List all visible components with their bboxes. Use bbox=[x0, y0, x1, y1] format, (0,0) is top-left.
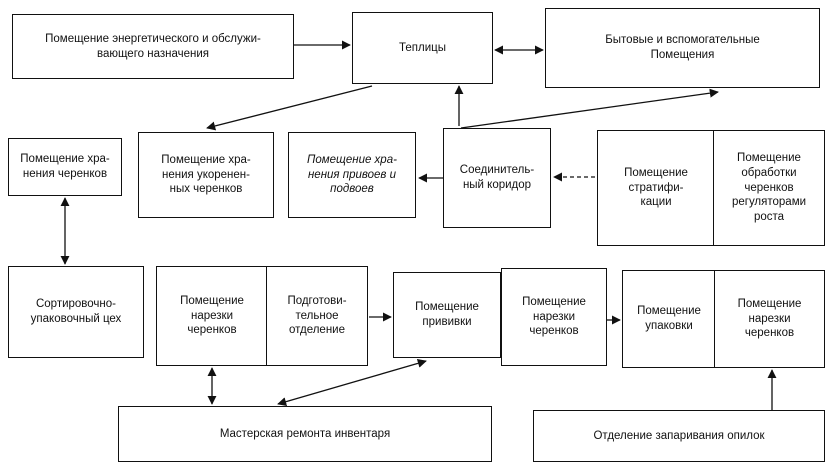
node-energy-room: Помещение энергетического и обслужи- ваю… bbox=[12, 14, 294, 79]
node-label: Подготови- тельное отделение bbox=[287, 294, 347, 337]
node-sawdust-steaming: Отделение запаривания опилок bbox=[533, 410, 825, 462]
node-household-rooms: Бытовые и вспомогательные Помещения bbox=[545, 8, 820, 88]
node-label: Помещение хра- нения черенков bbox=[20, 153, 110, 180]
node-label: Помещение нарезки черенков bbox=[737, 297, 802, 340]
node-label: Помещение прививки bbox=[415, 301, 479, 328]
node-cutting-room-2: Помещение нарезки черенков bbox=[501, 268, 607, 366]
arrow-greenhouses-to-rooted-storage bbox=[206, 85, 373, 131]
node-label: Сортировочно- упаковочный цех bbox=[30, 298, 122, 325]
arrow-workshop-grafting bbox=[277, 358, 427, 407]
node-label: Помещение хра- нения укоренен- ных черен… bbox=[161, 153, 251, 196]
node-stratification-room: Помещение стратифи- кации bbox=[597, 130, 715, 246]
node-label: Помещение обработки черенков регуляторам… bbox=[731, 152, 807, 224]
node-grafting-room: Помещение прививки bbox=[393, 272, 501, 358]
node-label: Помещение хра- нения привоев и подвоев bbox=[307, 153, 397, 196]
node-label: Помещение стратифи- кации bbox=[624, 166, 688, 209]
node-label: Мастерская ремонта инвентаря bbox=[219, 427, 391, 440]
node-cutting-storage: Помещение хра- нения черенков bbox=[8, 138, 122, 196]
node-label: Помещение упаковки bbox=[637, 305, 701, 332]
node-sorting-packing-shop: Сортировочно- упаковочный цех bbox=[8, 266, 144, 358]
node-repair-workshop: Мастерская ремонта инвентаря bbox=[118, 406, 492, 462]
node-label: Теплицы bbox=[399, 41, 446, 54]
node-label: Помещение нарезки черенков bbox=[522, 295, 586, 338]
node-rooted-cutting-storage: Помещение хра- нения укоренен- ных черен… bbox=[138, 132, 274, 218]
node-preparatory-department: Подготови- тельное отделение bbox=[266, 266, 368, 366]
node-label: Отделение запаривания опилок bbox=[593, 429, 765, 442]
node-packing-room: Помещение упаковки bbox=[622, 270, 716, 368]
node-greenhouses: Теплицы bbox=[352, 12, 493, 84]
node-connecting-corridor: Соединитель- ный коридор bbox=[443, 128, 551, 228]
arrow-corridor-to-household bbox=[460, 88, 719, 129]
node-scion-stock-storage: Помещение хра- нения привоев и подвоев bbox=[288, 132, 416, 218]
node-label: Помещение энергетического и обслужи- ваю… bbox=[45, 32, 261, 60]
node-cutting-room-1: Помещение нарезки черенков bbox=[156, 266, 268, 366]
node-label: Бытовые и вспомогательные Помещения bbox=[605, 34, 760, 61]
node-label: Соединитель- ный коридор bbox=[459, 164, 535, 191]
node-growth-regulator-room: Помещение обработки черенков регуляторам… bbox=[713, 130, 825, 246]
node-label: Помещение нарезки черенков bbox=[180, 294, 244, 337]
node-cutting-room-3: Помещение нарезки черенков bbox=[714, 270, 825, 368]
